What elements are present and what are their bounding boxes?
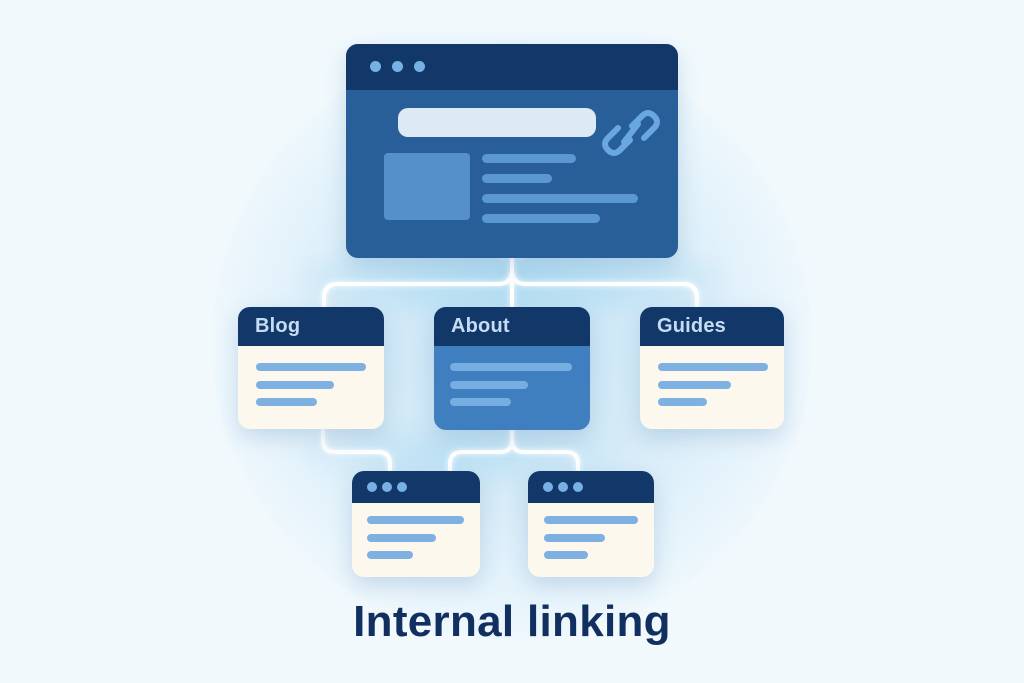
section-card-about: About	[434, 307, 590, 430]
connector-blog-to-main	[322, 268, 514, 309]
window-dot-icon	[392, 61, 403, 72]
text-line	[256, 363, 366, 371]
main-window-header	[346, 44, 678, 90]
connector-blog-to-sub1	[321, 427, 392, 473]
text-line	[482, 214, 600, 223]
window-dot-icon	[370, 61, 381, 72]
text-line	[544, 516, 638, 524]
window-controls	[370, 61, 425, 72]
text-line	[482, 194, 638, 203]
image-placeholder	[384, 153, 470, 220]
link-chain-icon	[602, 110, 660, 156]
main-page-window	[346, 44, 678, 258]
text-line	[482, 174, 552, 183]
text-line	[544, 551, 588, 559]
window-controls	[367, 482, 407, 492]
text-line	[367, 516, 464, 524]
card-header	[528, 471, 654, 503]
window-dot-icon	[558, 482, 568, 492]
text-line	[450, 398, 511, 406]
window-dot-icon	[543, 482, 553, 492]
connector-guides-to-main	[510, 268, 699, 309]
text-line	[450, 381, 528, 389]
window-dot-icon	[397, 482, 407, 492]
section-card-blog: Blog	[238, 307, 384, 429]
text-line	[544, 534, 605, 542]
section-label: Blog	[255, 315, 301, 337]
text-line	[658, 381, 731, 389]
text-line	[256, 381, 334, 389]
section-label: About	[451, 315, 510, 337]
text-line	[658, 363, 768, 371]
card-header: Guides	[640, 307, 784, 346]
text-line	[256, 398, 317, 406]
text-line	[367, 551, 413, 559]
card-header	[352, 471, 480, 503]
text-line	[658, 398, 707, 406]
window-dot-icon	[414, 61, 425, 72]
window-dot-icon	[573, 482, 583, 492]
text-line	[482, 154, 576, 163]
section-card-guides: Guides	[640, 307, 784, 429]
text-line	[450, 363, 572, 371]
url-bar	[398, 108, 596, 137]
section-label: Guides	[657, 315, 726, 337]
sub-page-card-2	[528, 471, 654, 577]
sub-page-card-1	[352, 471, 480, 577]
card-header: Blog	[238, 307, 384, 346]
diagram-title: Internal linking	[353, 597, 671, 646]
connector-about-to-sub2	[510, 438, 580, 473]
connector-about-to-sub1	[448, 428, 514, 473]
text-line	[367, 534, 436, 542]
window-dot-icon	[382, 482, 392, 492]
window-dot-icon	[367, 482, 377, 492]
card-header: About	[434, 307, 590, 346]
window-controls	[543, 482, 583, 492]
